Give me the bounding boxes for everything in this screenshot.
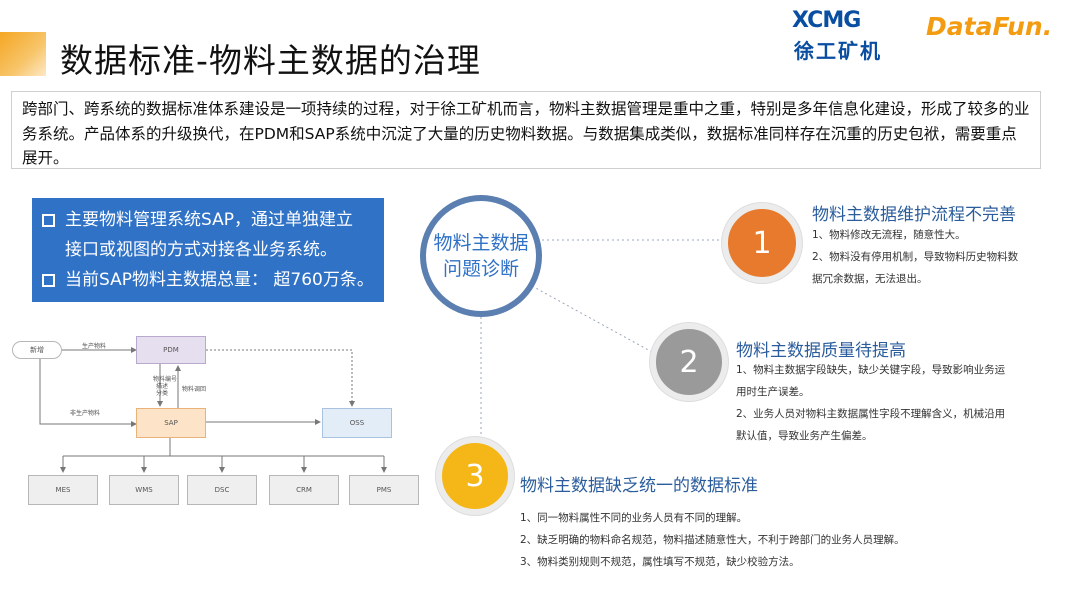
intro-text-box: 跨部门、跨系统的数据标准体系建设是一项持续的过程，对于徐工矿机而言，物料主数据管… — [11, 91, 1041, 169]
problem-2-title: 物料主数据质量待提高 — [736, 341, 906, 361]
problem-2-desc-line: 2、业务人员对物料主数据属性字段不理解含义，机械沿用 — [736, 408, 1006, 420]
diagram-node-system: CRM — [269, 475, 339, 505]
xcmg-logo-cn: 徐工矿机 — [794, 39, 882, 63]
edge-label-sync-3: 分类 — [156, 390, 169, 397]
problem-1-desc-line: 据冗余数据，无法退出。 — [812, 273, 928, 285]
diagram-node-start: 新增 — [12, 341, 62, 359]
xcmg-logo-en: XCMG — [792, 8, 861, 33]
problem-1-desc-line: 2、物料没有停用机制，导致物料历史物料数 — [812, 251, 1019, 263]
square-bullet-icon — [42, 274, 55, 287]
problem-3-desc: 1、同一物料属性不同的业务人员有不同的理解。 2、缺乏明确的物料命名规范，物料描… — [520, 507, 1000, 573]
problem-2-desc: 1、物料主数据字段缺失，缺少关键字段，导致影响业务运 用时生产误差。 2、业务人… — [736, 359, 1056, 447]
summary-bullet-2-text: 当前SAP物料主数据总量： 超760万条。 — [65, 270, 374, 290]
diagnosis-center-label: 物料主数据问题诊断 — [433, 232, 529, 280]
problem-number-1: 1 — [722, 203, 802, 283]
problem-3-desc-line: 1、同一物料属性不同的业务人员有不同的理解。 — [520, 512, 748, 524]
diagnosis-center-circle: 物料主数据问题诊断 — [420, 195, 542, 317]
edge-pdm-oss — [206, 349, 355, 407]
problem-number-3: 3 — [436, 437, 514, 515]
diagram-node-sap: SAP — [136, 408, 206, 438]
edge-label-produce: 生产物料 — [82, 343, 107, 350]
edge-label-sync-2: 描述 — [156, 383, 169, 390]
diagram-node-system: WMS — [109, 475, 179, 505]
datafun-logo: DataFun. — [926, 12, 1053, 41]
problem-number-2: 2 — [650, 323, 728, 401]
summary-box: 主要物料管理系统SAP，通过单独建立 接口或视图的方式对接各业务系统。 当前SA… — [32, 198, 384, 302]
xcmg-logo: XCMG 徐工矿机 — [792, 8, 902, 63]
page-title: 数据标准-物料主数据的治理 — [60, 41, 481, 80]
problem-1-desc: 1、物料修改无流程，随意性大。 2、物料没有停用机制，导致物料历史物料数 据冗余… — [812, 224, 1062, 290]
problem-3-desc-line: 2、缺乏明确的物料命名规范，物料描述随意性大，不利于跨部门的业务人员理解。 — [520, 534, 905, 546]
summary-bullet-1-line-1: 主要物料管理系统SAP，通过单独建立 — [65, 210, 353, 230]
problem-1-desc-line: 1、物料修改无流程，随意性大。 — [812, 229, 966, 241]
summary-bullet-1-line-2: 接口或视图的方式对接各业务系统。 — [65, 240, 337, 260]
edge-label-callback: 物料调回 — [182, 386, 207, 393]
intro-text: 跨部门、跨系统的数据标准体系建设是一项持续的过程，对于徐工矿机而言，物料主数据管… — [22, 100, 1030, 167]
diagram-node-pdm: PDM — [136, 336, 206, 364]
diagram-node-system: PMS — [349, 475, 419, 505]
problem-2-desc-line: 1、物料主数据字段缺失，缺少关键字段，导致影响业务运 — [736, 364, 1006, 376]
problem-1-title: 物料主数据维护流程不完善 — [812, 205, 1016, 225]
edge-label-nonproduce: 非生产物料 — [70, 410, 101, 417]
problem-2-desc-line: 用时生产误差。 — [736, 386, 810, 398]
diagram-node-system: MES — [28, 475, 98, 505]
diagram-node-system: DSC — [187, 475, 257, 505]
edge-label-sync-1: 物料编号 — [153, 376, 178, 383]
problem-2-desc-line: 默认值，导致业务产生偏差。 — [736, 430, 873, 442]
problem-3-title: 物料主数据缺乏统一的数据标准 — [520, 476, 758, 496]
problem-3-desc-line: 3、物料类别规则不规范，属性填写不规范，缺少校验方法。 — [520, 556, 800, 568]
diagram-node-oss: OSS — [322, 408, 392, 438]
square-bullet-icon — [42, 214, 55, 227]
system-flow-diagram-lines — [39, 347, 387, 473]
summary-bullet-2: 当前SAP物料主数据总量： 超760万条。 — [42, 265, 374, 295]
title-accent-shape — [0, 32, 46, 76]
edge-start-sap — [39, 358, 137, 427]
summary-bullet-1: 主要物料管理系统SAP，通过单独建立 — [42, 205, 374, 235]
